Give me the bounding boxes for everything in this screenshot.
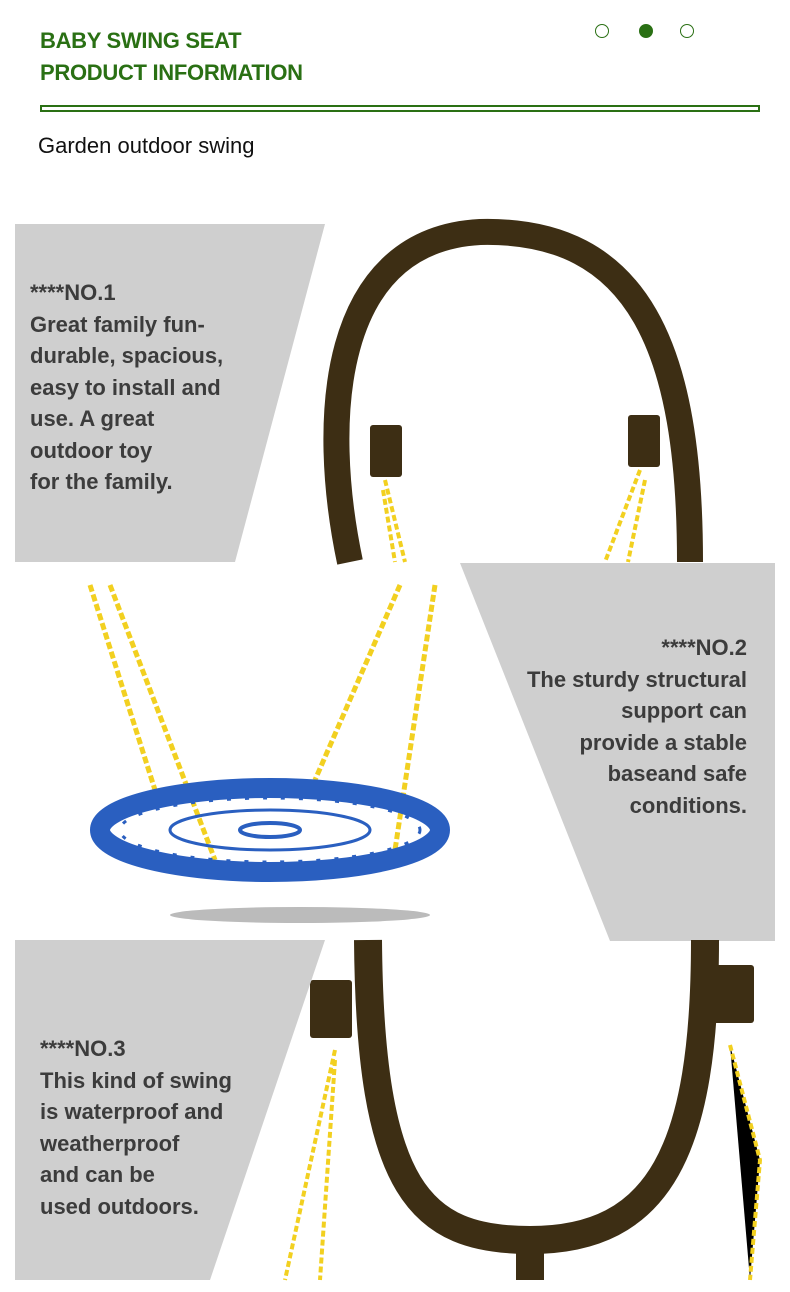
text-panel-2 <box>460 563 775 941</box>
text-panel-3 <box>15 940 325 1280</box>
feature-line: Great family fun- <box>30 311 205 337</box>
pager-dot-2-active[interactable] <box>639 24 653 38</box>
feature-line: support can <box>621 698 747 723</box>
feature-line: is waterproof and <box>40 1099 224 1124</box>
feature-line: baseand safe <box>607 761 747 786</box>
feature-line: The sturdy structural <box>526 666 747 692</box>
header-divider <box>40 105 760 112</box>
section-1-image <box>15 218 703 565</box>
feature-2: ****NO.2 The sturdy structural support c… <box>527 632 747 821</box>
feature-line: easy to install and <box>30 374 221 400</box>
pager-dot-1[interactable] <box>595 24 609 38</box>
feature-line: weatherproof <box>40 1130 180 1156</box>
feature-heading: ****NO.1 <box>30 280 116 305</box>
title-line-1: BABY SWING SEAT <box>40 28 242 53</box>
feature-line: used outdoors. <box>40 1193 199 1219</box>
feature-line: and can be <box>40 1162 155 1187</box>
feature-line: durable, spacious, <box>30 343 224 368</box>
pager-dot-3[interactable] <box>680 24 694 38</box>
feature-line: outdoor toy <box>30 437 153 463</box>
feature-line: for the family. <box>30 469 173 494</box>
section-3-image <box>15 939 763 1281</box>
feature-line: use. A great <box>30 406 155 431</box>
feature-line: provide a stable <box>579 729 747 755</box>
feature-line: conditions. <box>629 792 747 818</box>
feature-1: ****NO.1 Great family fun- durable, spac… <box>30 277 223 498</box>
title-line-2: PRODUCT INFORMATION <box>40 60 303 85</box>
feature-3: ****NO.3 This kind of swing is waterproo… <box>40 1033 232 1222</box>
text-panel-1 <box>15 224 325 562</box>
feature-line: This kind of swing <box>40 1067 232 1093</box>
feature-heading: ****NO.3 <box>40 1036 126 1061</box>
subtitle: Garden outdoor swing <box>38 133 255 158</box>
feature-heading: ****NO.2 <box>661 635 747 660</box>
section-2-image <box>87 563 775 941</box>
